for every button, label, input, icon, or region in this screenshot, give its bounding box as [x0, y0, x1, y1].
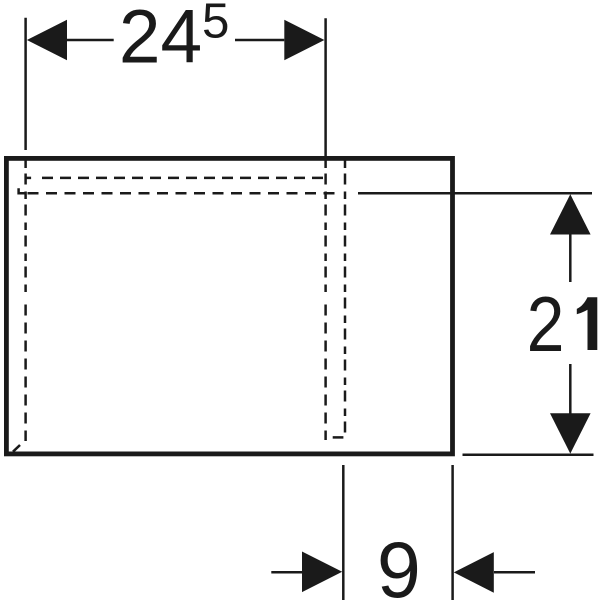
svg-text:24: 24: [119, 0, 202, 80]
svg-text:5: 5: [202, 0, 229, 48]
svg-text:2: 2: [527, 281, 565, 369]
svg-text:9: 9: [377, 525, 421, 600]
